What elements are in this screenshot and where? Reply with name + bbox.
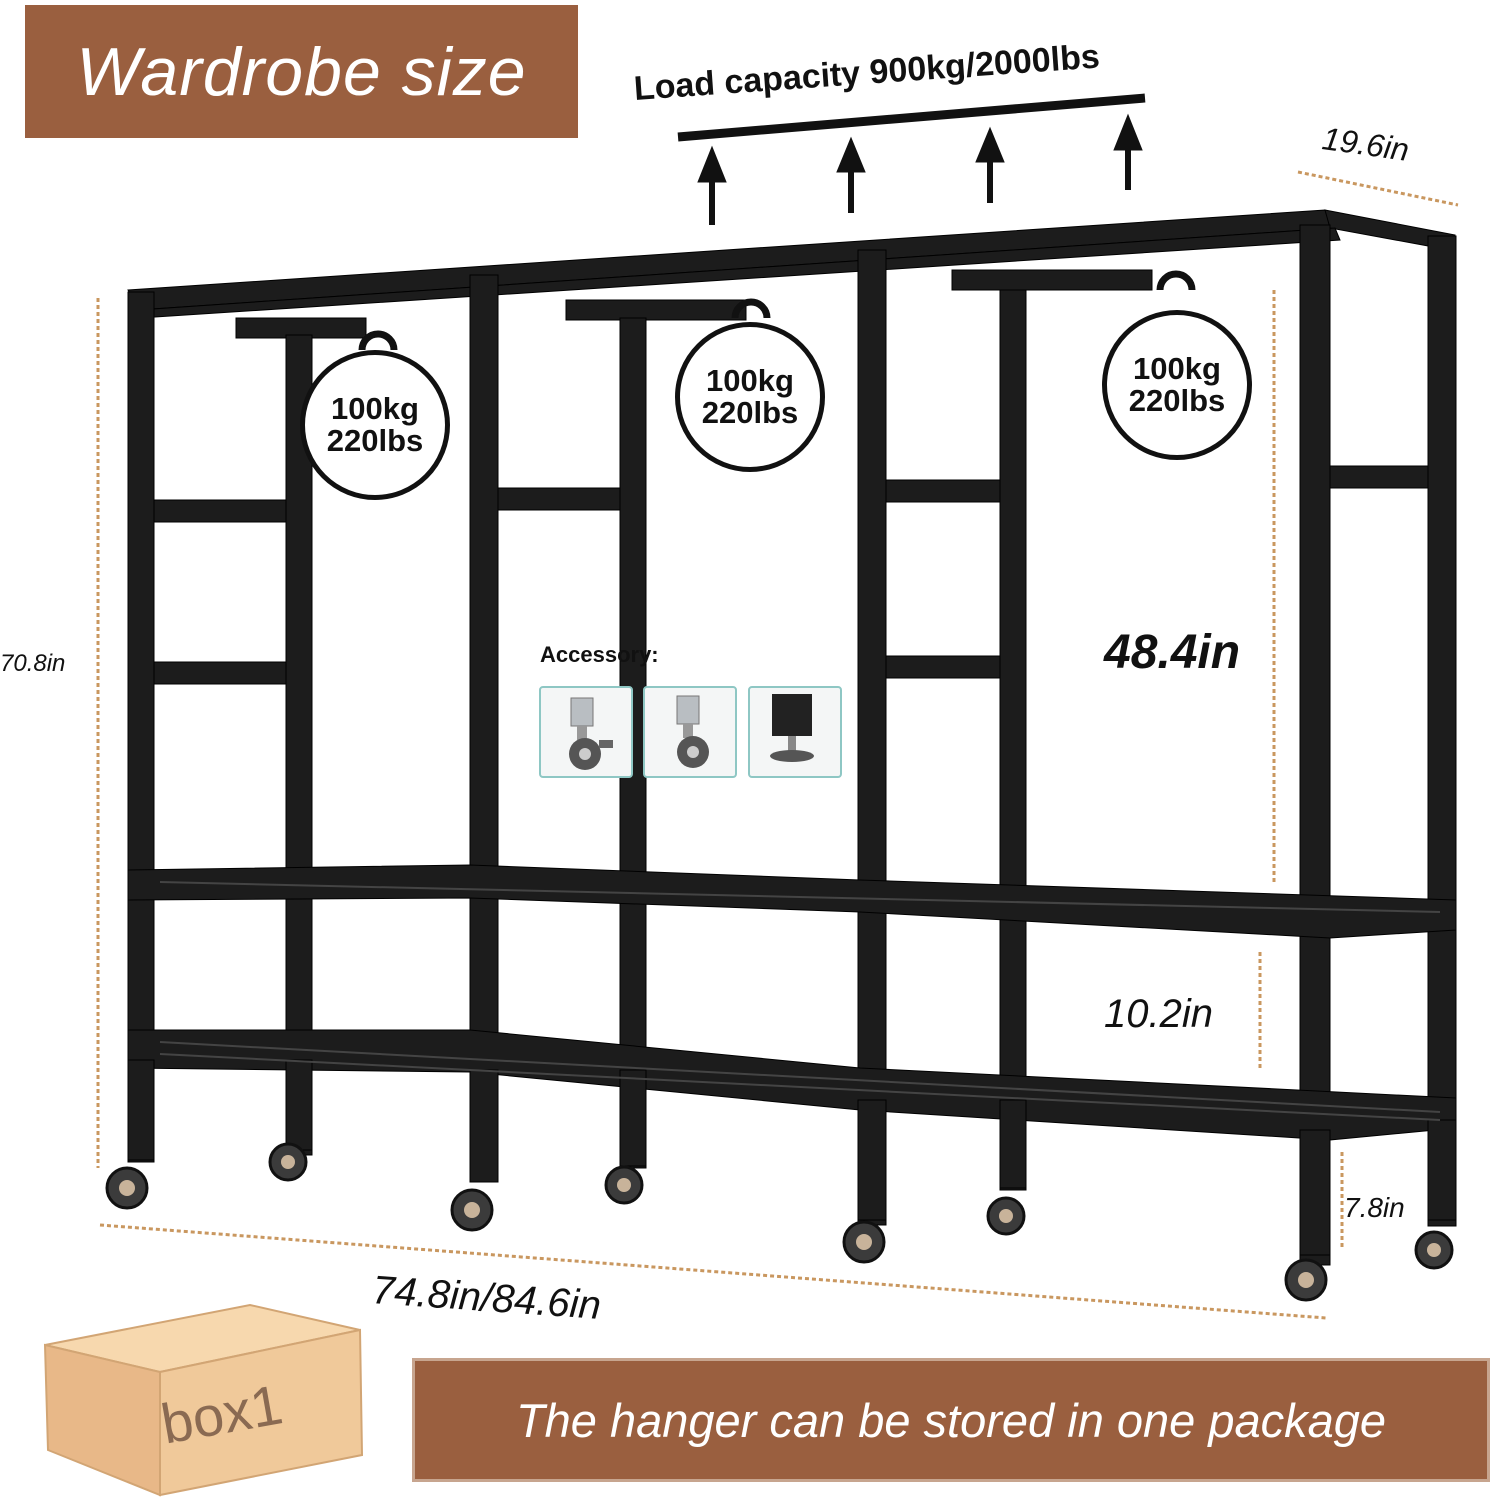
title-banner: Wardrobe size xyxy=(25,5,578,138)
box-icon xyxy=(43,1303,364,1497)
caster-brake-thumbnail xyxy=(539,686,633,778)
hanging-height-dimension: 48.4in xyxy=(1104,626,1241,679)
badge-lbs: 220lbs xyxy=(701,395,799,430)
clearance-dimension: 7.8in xyxy=(1344,1192,1405,1223)
leveling-foot-icon xyxy=(770,694,814,762)
dimension-lines xyxy=(96,170,1459,1320)
storage-banner: The hanger can be stored in one package xyxy=(412,1358,1490,1482)
up-arrow-icon xyxy=(697,113,1143,225)
badge-kg: 100kg xyxy=(331,391,419,426)
accessory-label: Accessory: xyxy=(540,642,659,667)
badge-lbs: 220lbs xyxy=(1128,383,1226,418)
caster-wheels xyxy=(105,1142,1454,1302)
leveling-foot-thumbnail xyxy=(748,686,842,778)
weight-badge: 100kg 220lbs xyxy=(1102,310,1252,460)
weight-badge: 100kg 220lbs xyxy=(675,322,825,472)
title-text: Wardrobe size xyxy=(76,33,527,110)
hook-icon xyxy=(358,270,1196,351)
caster-wheel-icon xyxy=(676,695,709,768)
load-capacity-bar xyxy=(677,93,1146,142)
storage-banner-text: The hanger can be stored in one package xyxy=(515,1393,1387,1447)
shelf-grid xyxy=(159,881,1441,1121)
badge-kg: 100kg xyxy=(706,363,794,398)
height-dimension: 70.8in xyxy=(0,650,66,677)
caster-hubs xyxy=(119,1155,1441,1288)
badge-lbs: 220lbs xyxy=(326,423,424,458)
badge-kg: 100kg xyxy=(1133,351,1221,386)
weight-badge: 100kg 220lbs xyxy=(300,350,450,500)
caster-thumbnail xyxy=(643,686,737,778)
shelf-gap-dimension: 10.2in xyxy=(1104,992,1213,1036)
caster-wheel-with-brake-icon xyxy=(569,697,613,770)
